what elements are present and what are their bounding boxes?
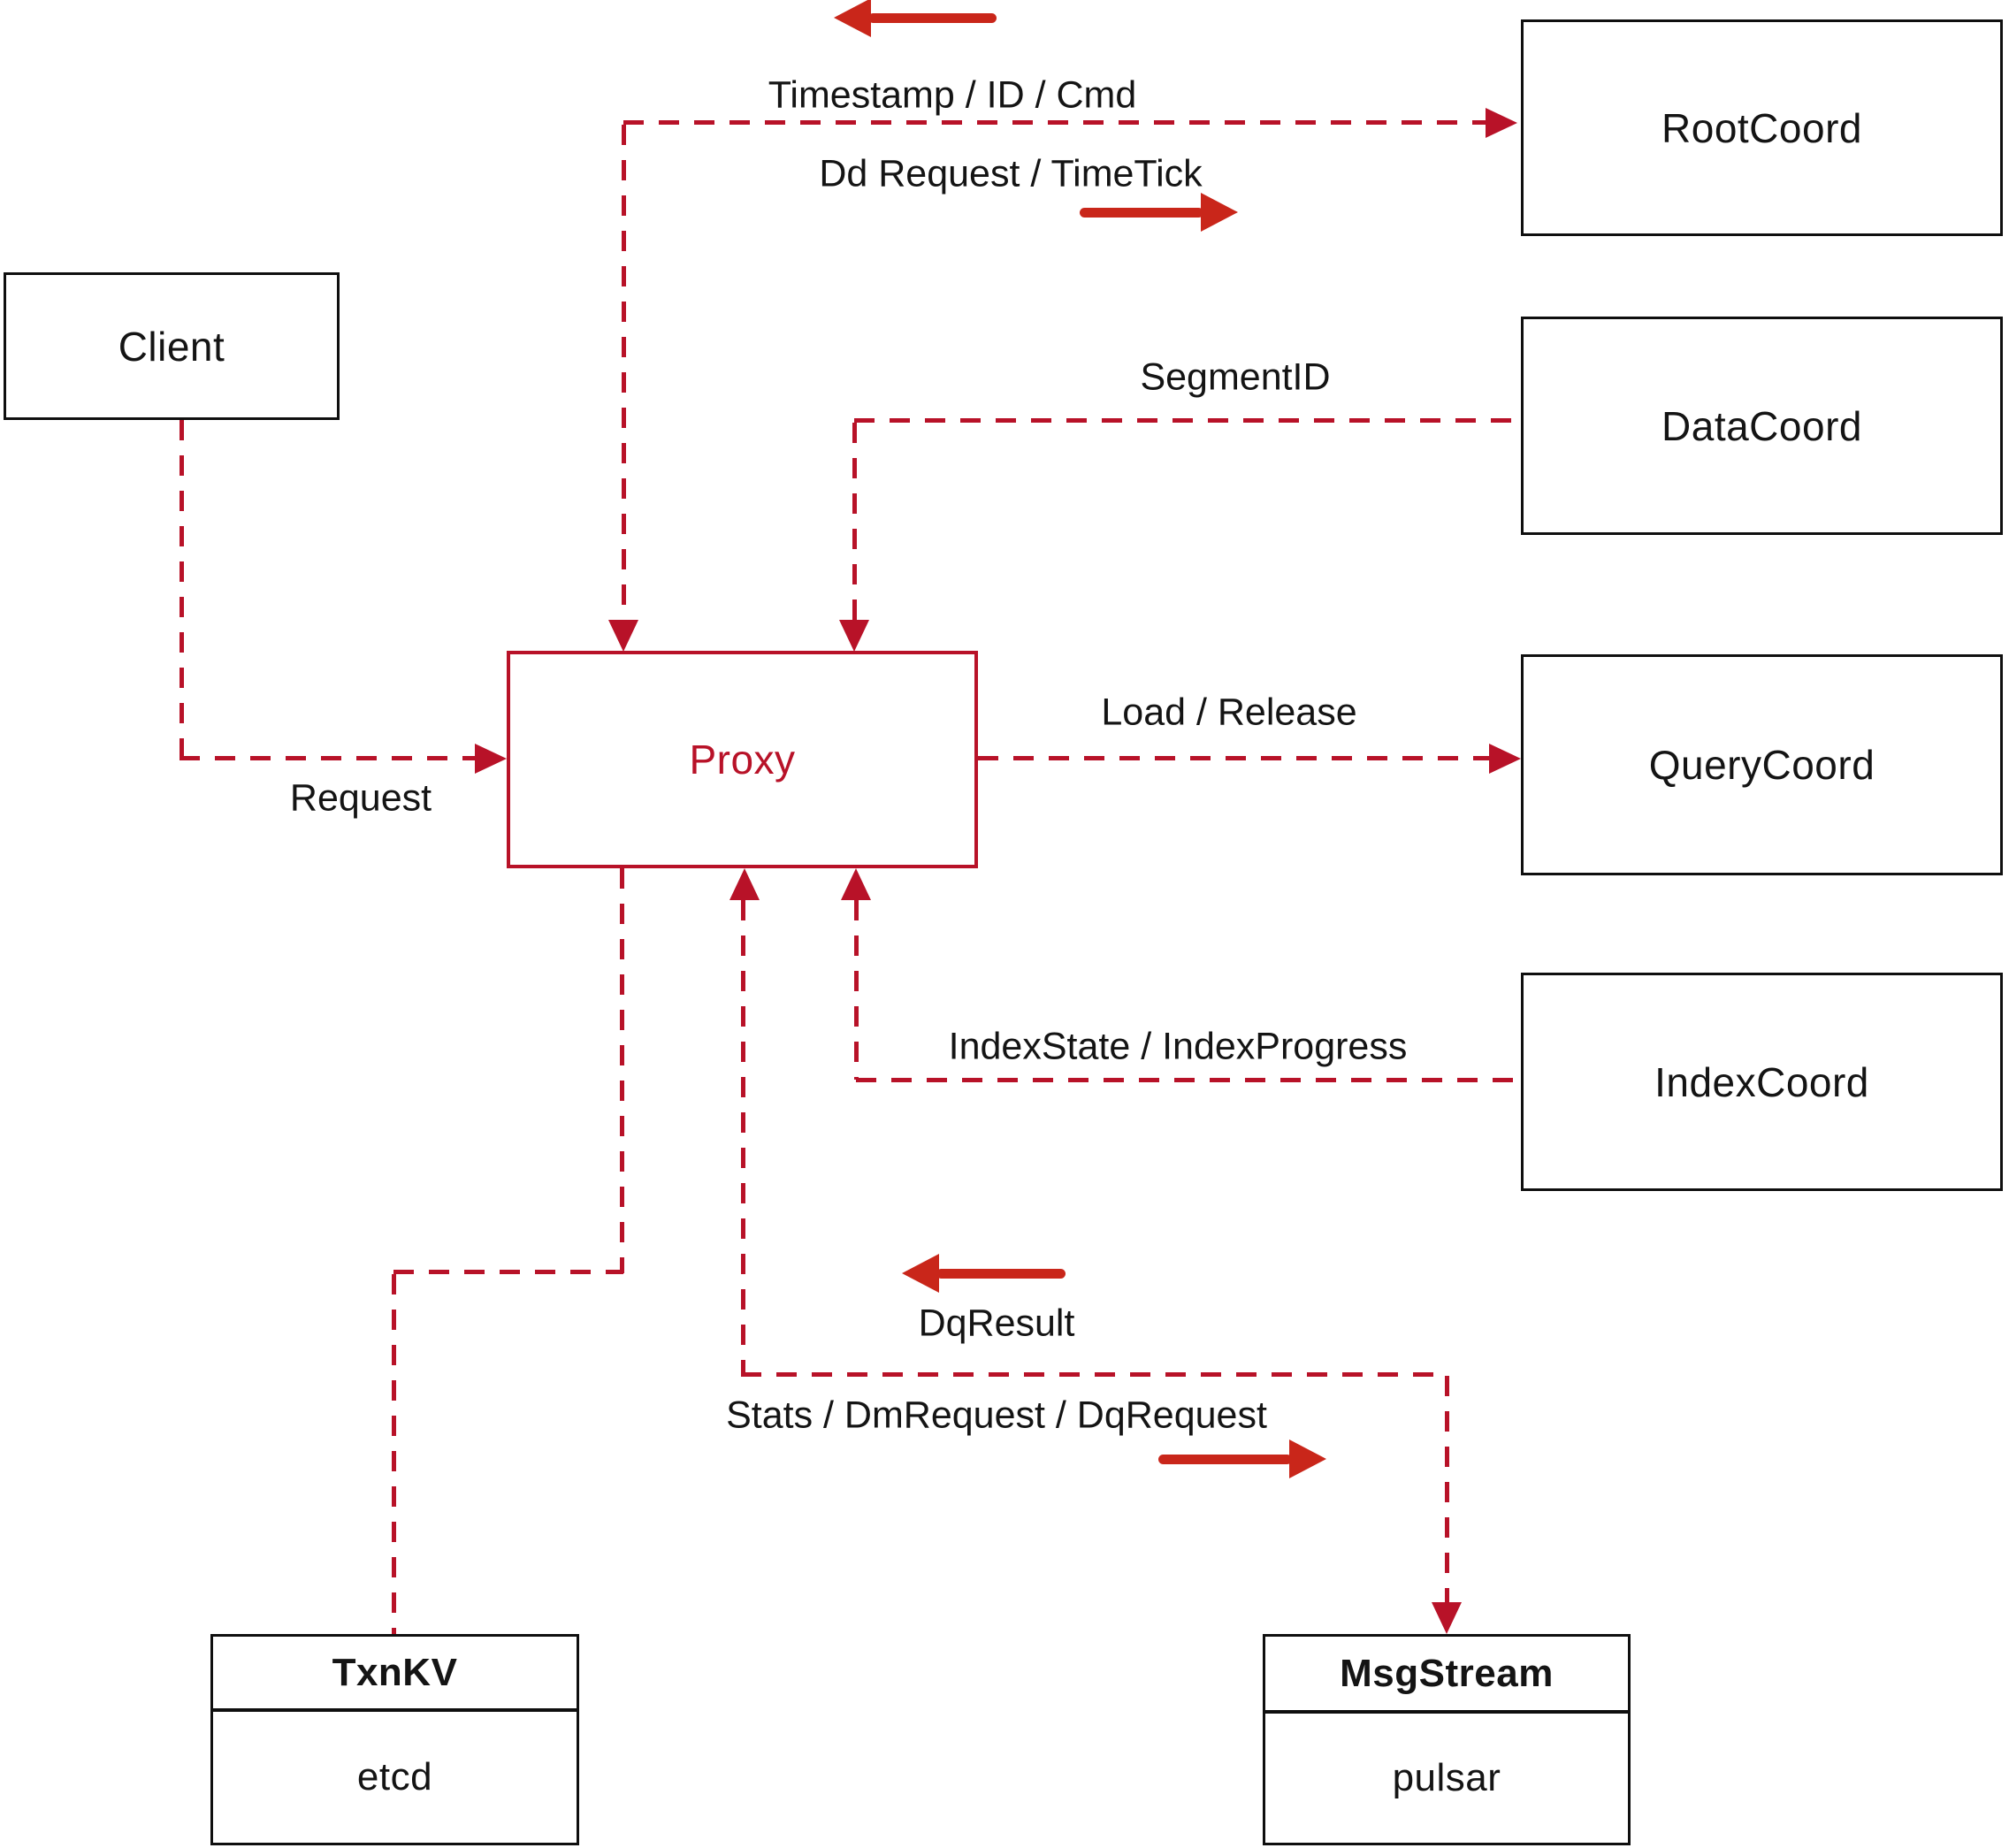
node-querycoord: QueryCoord [1521,654,2003,875]
edge-indexcoord-proxy-horizontal [856,1078,1521,1082]
edge-label-load-release: Load / Release [1101,691,1357,734]
edge-client-proxy-vertical [180,420,184,760]
edge-datacoord-proxy-horizontal [854,418,1521,423]
node-rootcoord: RootCoord [1521,19,2003,236]
edge-client-proxy-arrowhead-icon [475,744,507,774]
node-indexcoord-label: IndexCoord [1654,1058,1869,1105]
edge-proxy-querycoord-horizontal [978,756,1490,760]
edge-proxy-querycoord-arrowhead-icon [1489,744,1521,774]
node-msgstream-impl: pulsar [1392,1756,1501,1799]
edge-msgstream-proxy-arrowhead-icon [730,868,760,900]
edge-indexcoord-proxy-vertical [854,900,859,1080]
node-txnkv: TxnKV etcd [210,1634,579,1845]
node-client: Client [4,272,340,420]
stats-direction-arrow-right-icon [1158,1439,1326,1478]
edge-label-dd-request: Dd Request / TimeTick [819,152,1203,195]
edge-proxy-txnkv-vertical-2 [392,1274,396,1634]
edge-proxy-msgstream-vertical-2 [1445,1376,1449,1602]
edge-label-stats: Stats / DmRequest / DqRequest [726,1394,1267,1437]
edge-proxy-rootcoord-horizontal [623,120,1486,125]
node-msgstream: MsgStream pulsar [1263,1634,1631,1845]
edge-proxy-msgstream-arrowhead-icon [1432,1602,1462,1634]
edge-label-segmentid: SegmentID [1140,355,1331,399]
node-proxy-label: Proxy [689,737,796,783]
edge-label-indexstate: IndexState / IndexProgress [948,1025,1408,1068]
edge-proxy-rootcoord-arrowhead-icon [1486,108,1517,138]
node-txnkv-title: TxnKV [213,1637,577,1712]
node-indexcoord: IndexCoord [1521,973,2003,1191]
edge-rootcoord-proxy-arrowhead-icon [608,620,638,652]
edge-proxy-txnkv-horizontal [393,1270,623,1274]
edge-proxy-txnkv-vertical-1 [620,868,624,1273]
node-datacoord-label: DataCoord [1661,402,1862,449]
node-msgstream-title: MsgStream [1265,1637,1628,1714]
edge-datacoord-proxy-arrowhead-icon [839,620,869,652]
dd-request-direction-arrow-right-icon [1080,193,1238,232]
edge-proxy-msgstream-vertical-1 [741,900,745,1376]
dq-result-direction-arrow-left-icon [902,1254,1066,1293]
timestamp-direction-arrow-left-icon [834,0,997,37]
node-client-label: Client [118,323,225,370]
edge-proxy-rootcoord-vertical [622,125,626,620]
node-rootcoord-label: RootCoord [1661,104,1862,151]
edge-client-proxy-horizontal [180,756,478,760]
node-txnkv-impl: etcd [356,1755,433,1798]
node-datacoord: DataCoord [1521,317,2003,535]
node-proxy: Proxy [507,651,978,868]
edge-label-dqresult: DqResult [918,1302,1075,1345]
node-querycoord-label: QueryCoord [1648,742,1875,788]
edge-indexcoord-proxy-arrowhead-icon [841,868,871,900]
edge-label-request: Request [289,776,432,820]
edge-proxy-msgstream-horizontal [741,1372,1448,1377]
edge-label-timestamp: Timestamp / ID / Cmd [768,73,1137,117]
edge-datacoord-proxy-vertical [852,423,857,620]
